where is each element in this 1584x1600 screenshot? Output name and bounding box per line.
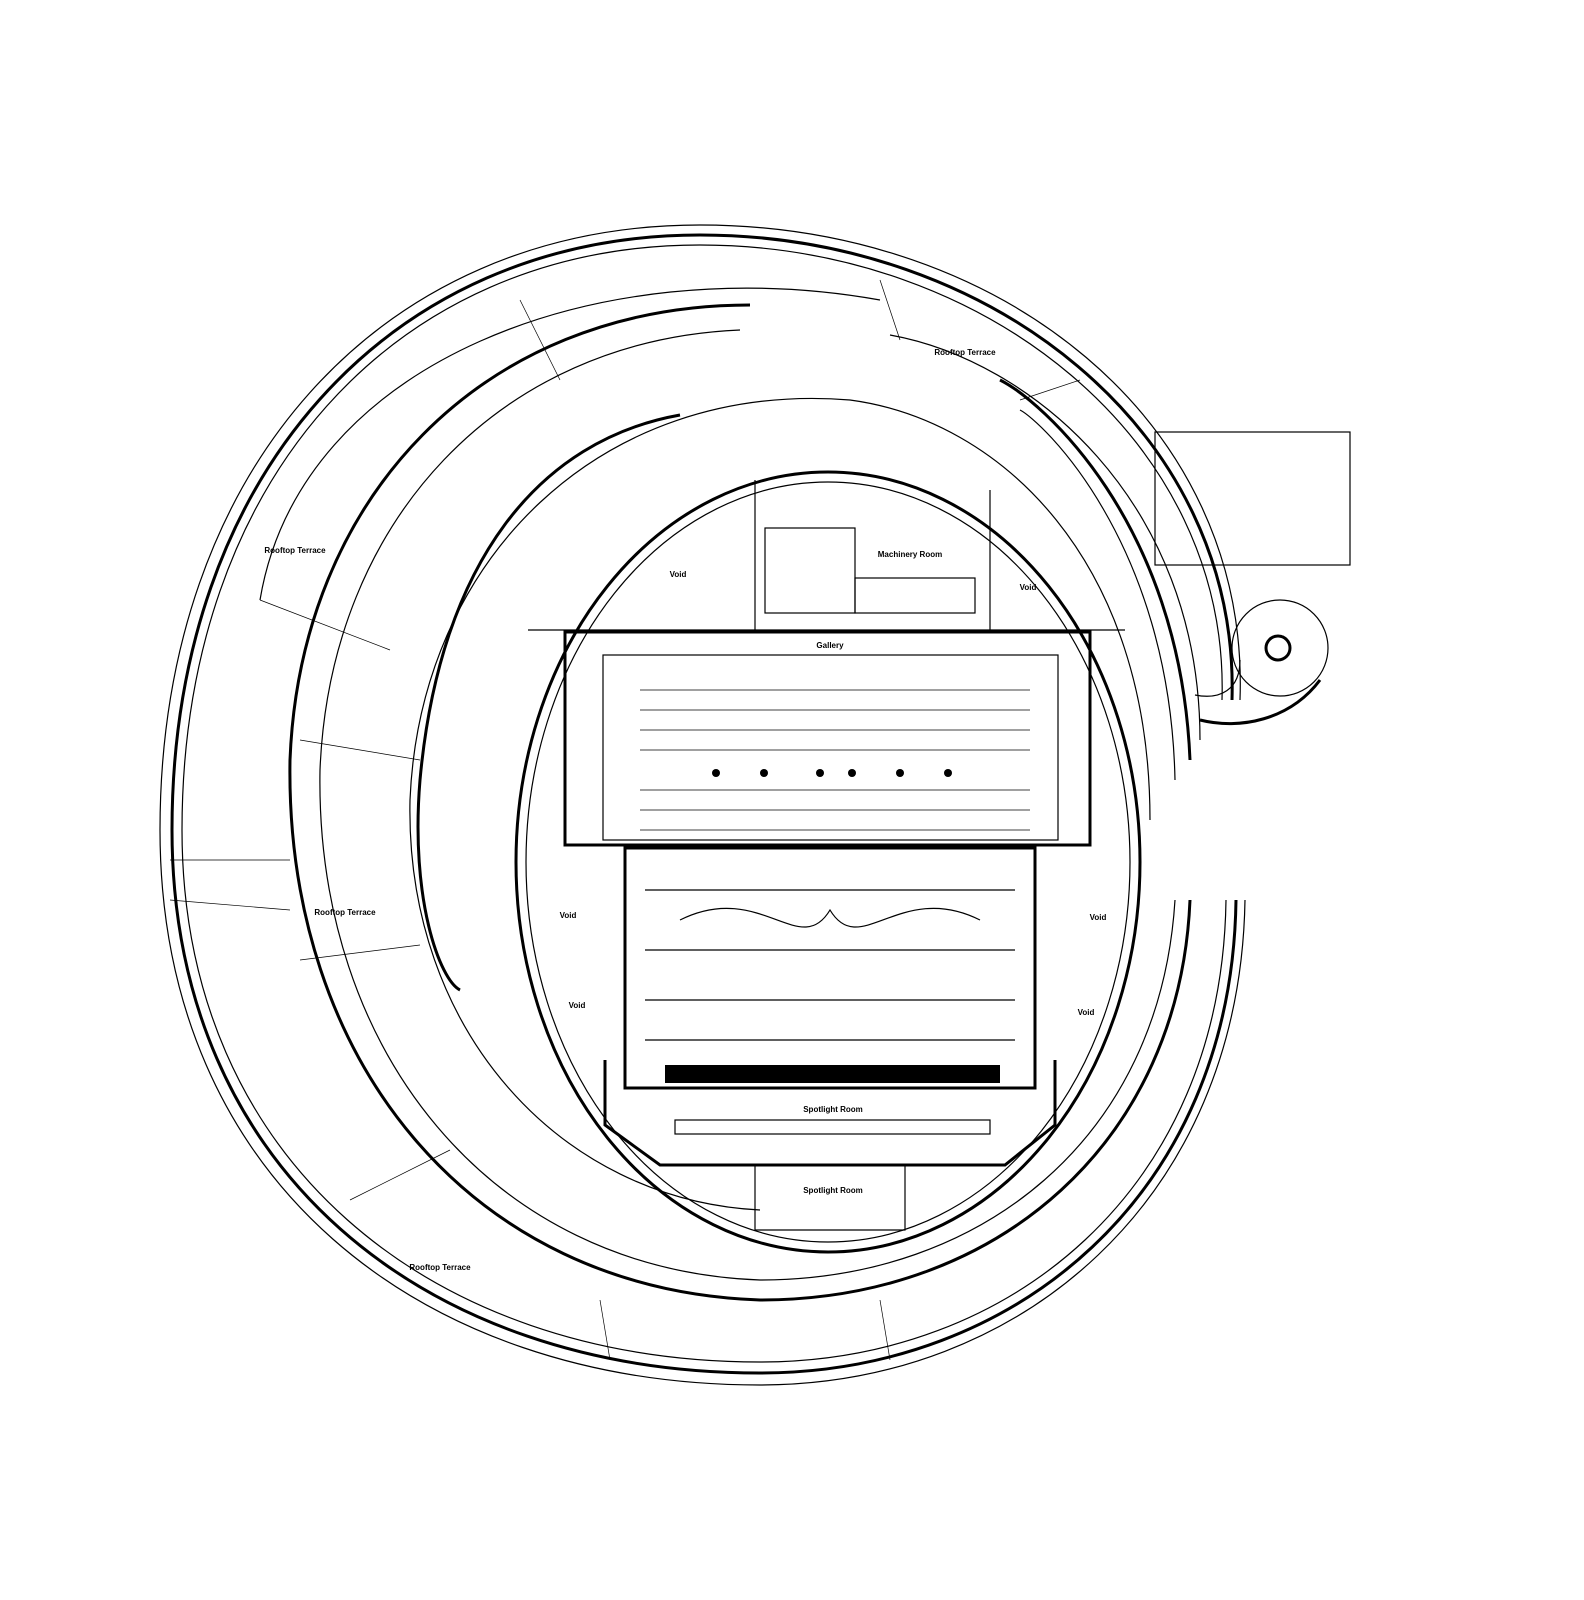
spotlight-room-label: Spotlight Room xyxy=(803,1105,863,1114)
void-label: Void xyxy=(1078,1008,1095,1017)
outer-spiral-walls xyxy=(159,224,1246,1386)
spiral-staircase xyxy=(1194,599,1329,726)
inner-ellipse xyxy=(514,470,1142,1254)
rooftop-terrace-label: Rooftop Terrace xyxy=(409,1263,471,1272)
void-label: Void xyxy=(569,1001,586,1010)
gallery-label: Gallery xyxy=(816,641,844,650)
void-label: Void xyxy=(1020,583,1037,592)
void-label: Void xyxy=(670,570,687,579)
auditorium xyxy=(563,630,1092,847)
spotlight-room-label: Spotlight Room xyxy=(803,1186,863,1195)
void-label: Void xyxy=(1090,913,1107,922)
rooftop-terrace-label: Rooftop Terrace xyxy=(264,546,326,555)
stage-area xyxy=(603,846,1057,1231)
rooftop-terrace-label: Rooftop Terrace xyxy=(314,908,376,917)
machinery-room-label: Machinery Room xyxy=(878,550,942,559)
rooftop-terrace-label: Rooftop Terrace xyxy=(934,348,996,357)
annex-block xyxy=(1154,431,1351,566)
void-label: Void xyxy=(560,911,577,920)
room-labels: Rooftop Terrace Rooftop Terrace Rooftop … xyxy=(264,348,1106,1272)
